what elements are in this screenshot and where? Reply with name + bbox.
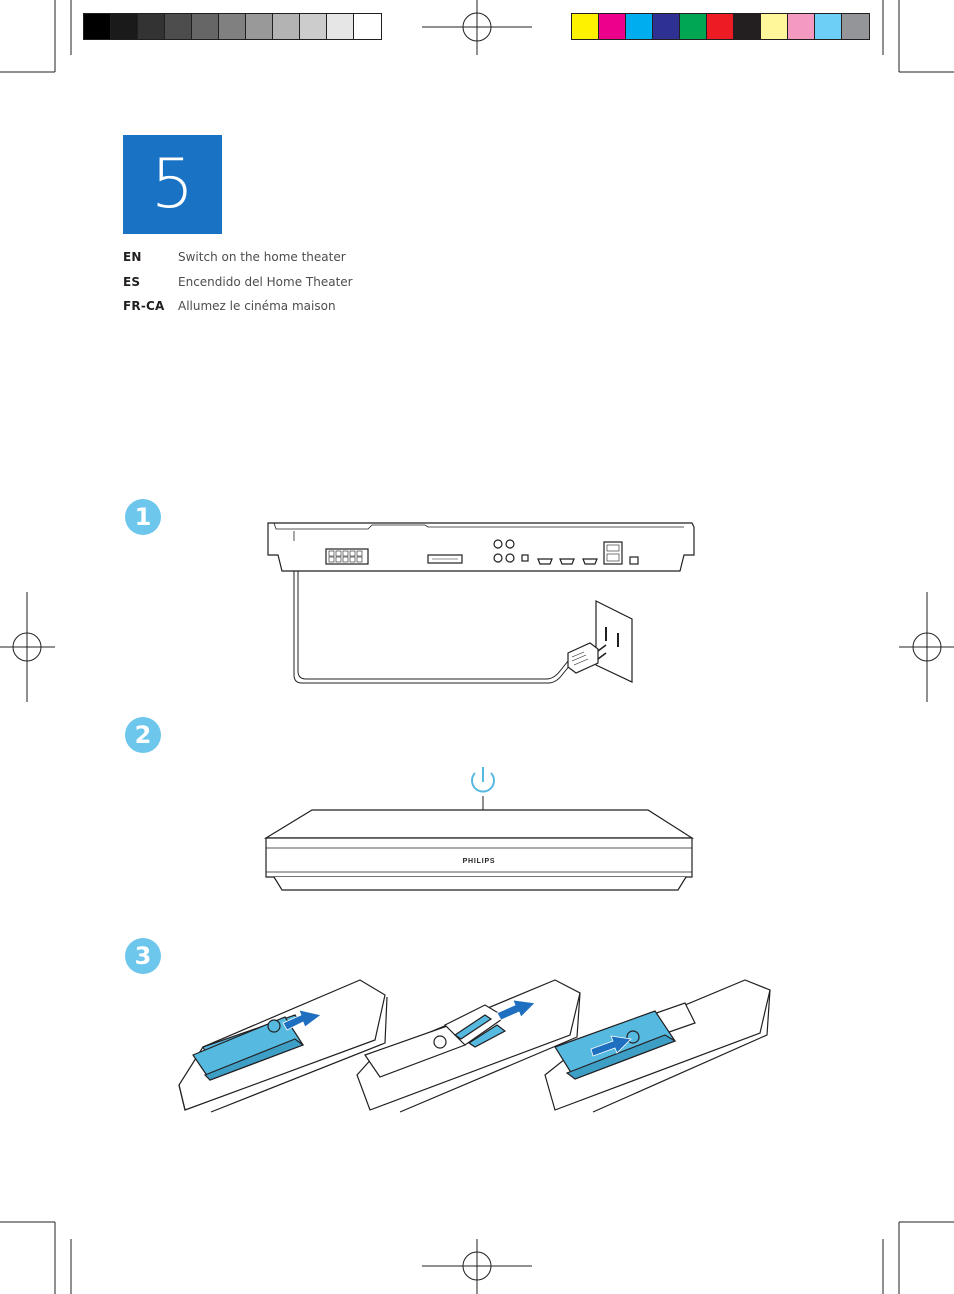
slide-arrow [282, 1009, 322, 1031]
power-plug [567, 642, 599, 674]
calibration-swatch [599, 14, 626, 39]
calibration-swatch [761, 14, 788, 39]
registration-target [899, 592, 954, 702]
speaker-terminal-block [325, 548, 369, 565]
calibration-swatch [192, 14, 219, 39]
remote-control-closing [544, 979, 771, 1113]
lan-port [603, 541, 623, 565]
calibration-swatch [111, 14, 138, 39]
instruction-line-es: ES Encendido del Home Theater [123, 272, 353, 292]
calibration-swatch [734, 14, 761, 39]
battery [467, 1024, 507, 1048]
rca-jack [493, 539, 503, 549]
substep-badge-3: 3 [125, 938, 161, 974]
calibration-swatch [572, 14, 599, 39]
grayscale-calibration-bar [83, 13, 382, 40]
calibration-swatch [84, 14, 111, 39]
registration-target [422, 1239, 532, 1294]
calibration-swatch [842, 14, 869, 39]
substep-badge-1: 1 [125, 499, 161, 535]
instruction-line-fr-ca: FR-CA Allumez le cinéma maison [123, 296, 336, 316]
calibration-swatch [327, 14, 354, 39]
color-calibration-bar [571, 13, 870, 40]
power-button-illustration: PHILIPS [263, 767, 695, 891]
rca-jack [493, 553, 503, 563]
rca-jack [505, 539, 515, 549]
registration-target [0, 592, 55, 702]
optical-port [521, 554, 529, 562]
calibration-swatch [653, 14, 680, 39]
hdmi-port [582, 558, 598, 565]
battery [453, 1014, 493, 1040]
substep-badge-2: 2 [125, 717, 161, 753]
calibration-swatch [626, 14, 653, 39]
power-plug-illustration [267, 522, 695, 684]
hdmi-port [537, 558, 553, 565]
substep-label: 1 [134, 503, 152, 531]
step-number-box: 5 [123, 135, 222, 234]
unit-top-surface [263, 809, 695, 839]
language-code: EN [123, 250, 142, 264]
slide-arrow [590, 1035, 632, 1057]
calibration-swatch [815, 14, 842, 39]
calibration-swatch [273, 14, 300, 39]
power-symbol-icon [471, 767, 495, 793]
docking-connector [427, 554, 463, 564]
calibration-swatch [219, 14, 246, 39]
calibration-swatch [246, 14, 273, 39]
language-code: ES [123, 275, 141, 289]
unit-base [273, 876, 687, 891]
wall-socket [595, 600, 633, 683]
power-inlet [629, 556, 639, 565]
remote-control-open [356, 979, 581, 1113]
step-number: 5 [150, 145, 195, 224]
calibration-swatch [354, 14, 381, 39]
remote-battery-illustration [178, 979, 771, 1113]
instruction-text: Encendido del Home Theater [178, 275, 353, 289]
rca-jack [505, 553, 515, 563]
calibration-swatch [165, 14, 192, 39]
substep-label: 2 [134, 721, 152, 749]
instruction-text: Switch on the home theater [178, 250, 346, 264]
insert-arrow [496, 999, 536, 1021]
language-code: FR-CA [123, 299, 165, 313]
registration-target [422, 0, 532, 55]
calibration-swatch [707, 14, 734, 39]
calibration-swatch [138, 14, 165, 39]
instruction-line-en: EN Switch on the home theater [123, 247, 346, 267]
instruction-text: Allumez le cinéma maison [178, 299, 336, 313]
brand-logo: PHILIPS [463, 858, 496, 865]
calibration-swatch [680, 14, 707, 39]
power-cord [293, 571, 571, 684]
remote-control-closed [178, 979, 388, 1113]
calibration-swatch [300, 14, 327, 39]
substep-label: 3 [134, 942, 152, 970]
hdmi-port [559, 558, 575, 565]
calibration-swatch [788, 14, 815, 39]
